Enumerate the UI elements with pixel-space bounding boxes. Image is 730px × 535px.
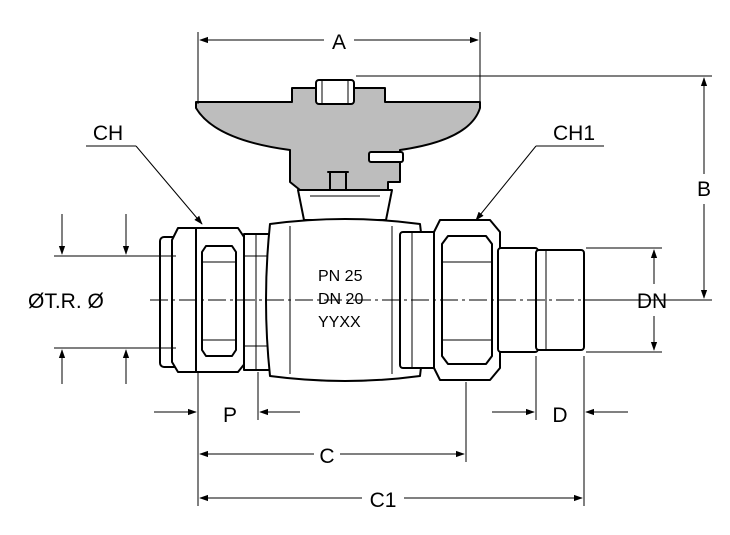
handle-nut [315,79,355,105]
dimension-p-label: P [223,404,237,427]
butterfly-handle [195,79,481,193]
dimension-b: B [356,75,712,301]
valve-stem-neck [297,189,393,221]
dimension-c-label: C [319,445,334,468]
dimension-a: A [197,31,481,104]
dimension-c1: C1 [197,420,585,512]
dimension-dn-label: DN [637,290,667,313]
marking-date-code: YYXX [318,314,361,331]
dimension-d: D [492,356,628,427]
dimension-a-label: A [332,31,346,54]
marking-pressure: PN 25 [318,268,363,285]
dimension-c1-label: C1 [370,489,397,512]
marking-nominal-diameter: DN 20 [318,291,363,308]
dimension-dn: DN [586,247,667,353]
dimension-p: P [154,372,300,427]
leader-ch1: CH1 [475,122,604,221]
leader-ch1-label: CH1 [553,122,595,145]
union-nut-right [433,219,501,381]
leader-ch-label: CH [93,122,123,145]
leader-ch: CH [86,122,203,225]
dimension-tube-diameter-label: ØT.R. Ø [28,290,104,313]
dimension-b-label: B [697,178,711,201]
dimension-c: C [197,382,467,468]
dimension-tube-diameter: ØT.R. Ø [28,214,176,384]
handle-stop-pin [368,151,404,163]
dimension-d-label: D [552,404,567,427]
